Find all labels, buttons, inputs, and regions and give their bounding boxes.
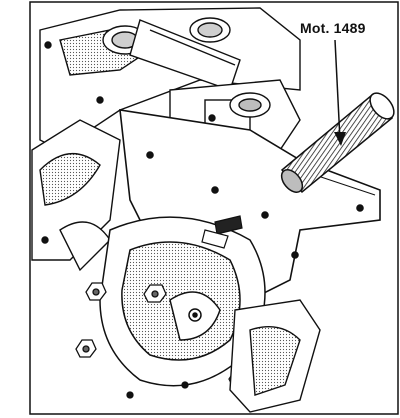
callout-arrowhead (334, 132, 346, 146)
lower-sump (229, 299, 321, 413)
tool-callout-label: Mot. 1489 (300, 20, 366, 36)
tdc-locating-pin (201, 215, 243, 249)
crankcase-left (31, 119, 121, 272)
crankshaft-pulley (99, 216, 266, 387)
callout-leader-line (334, 39, 341, 141)
bolt-1 (85, 282, 107, 301)
bolt-2 (143, 284, 167, 303)
mot-1489-tool (280, 92, 395, 194)
bolt-3 (75, 339, 97, 358)
